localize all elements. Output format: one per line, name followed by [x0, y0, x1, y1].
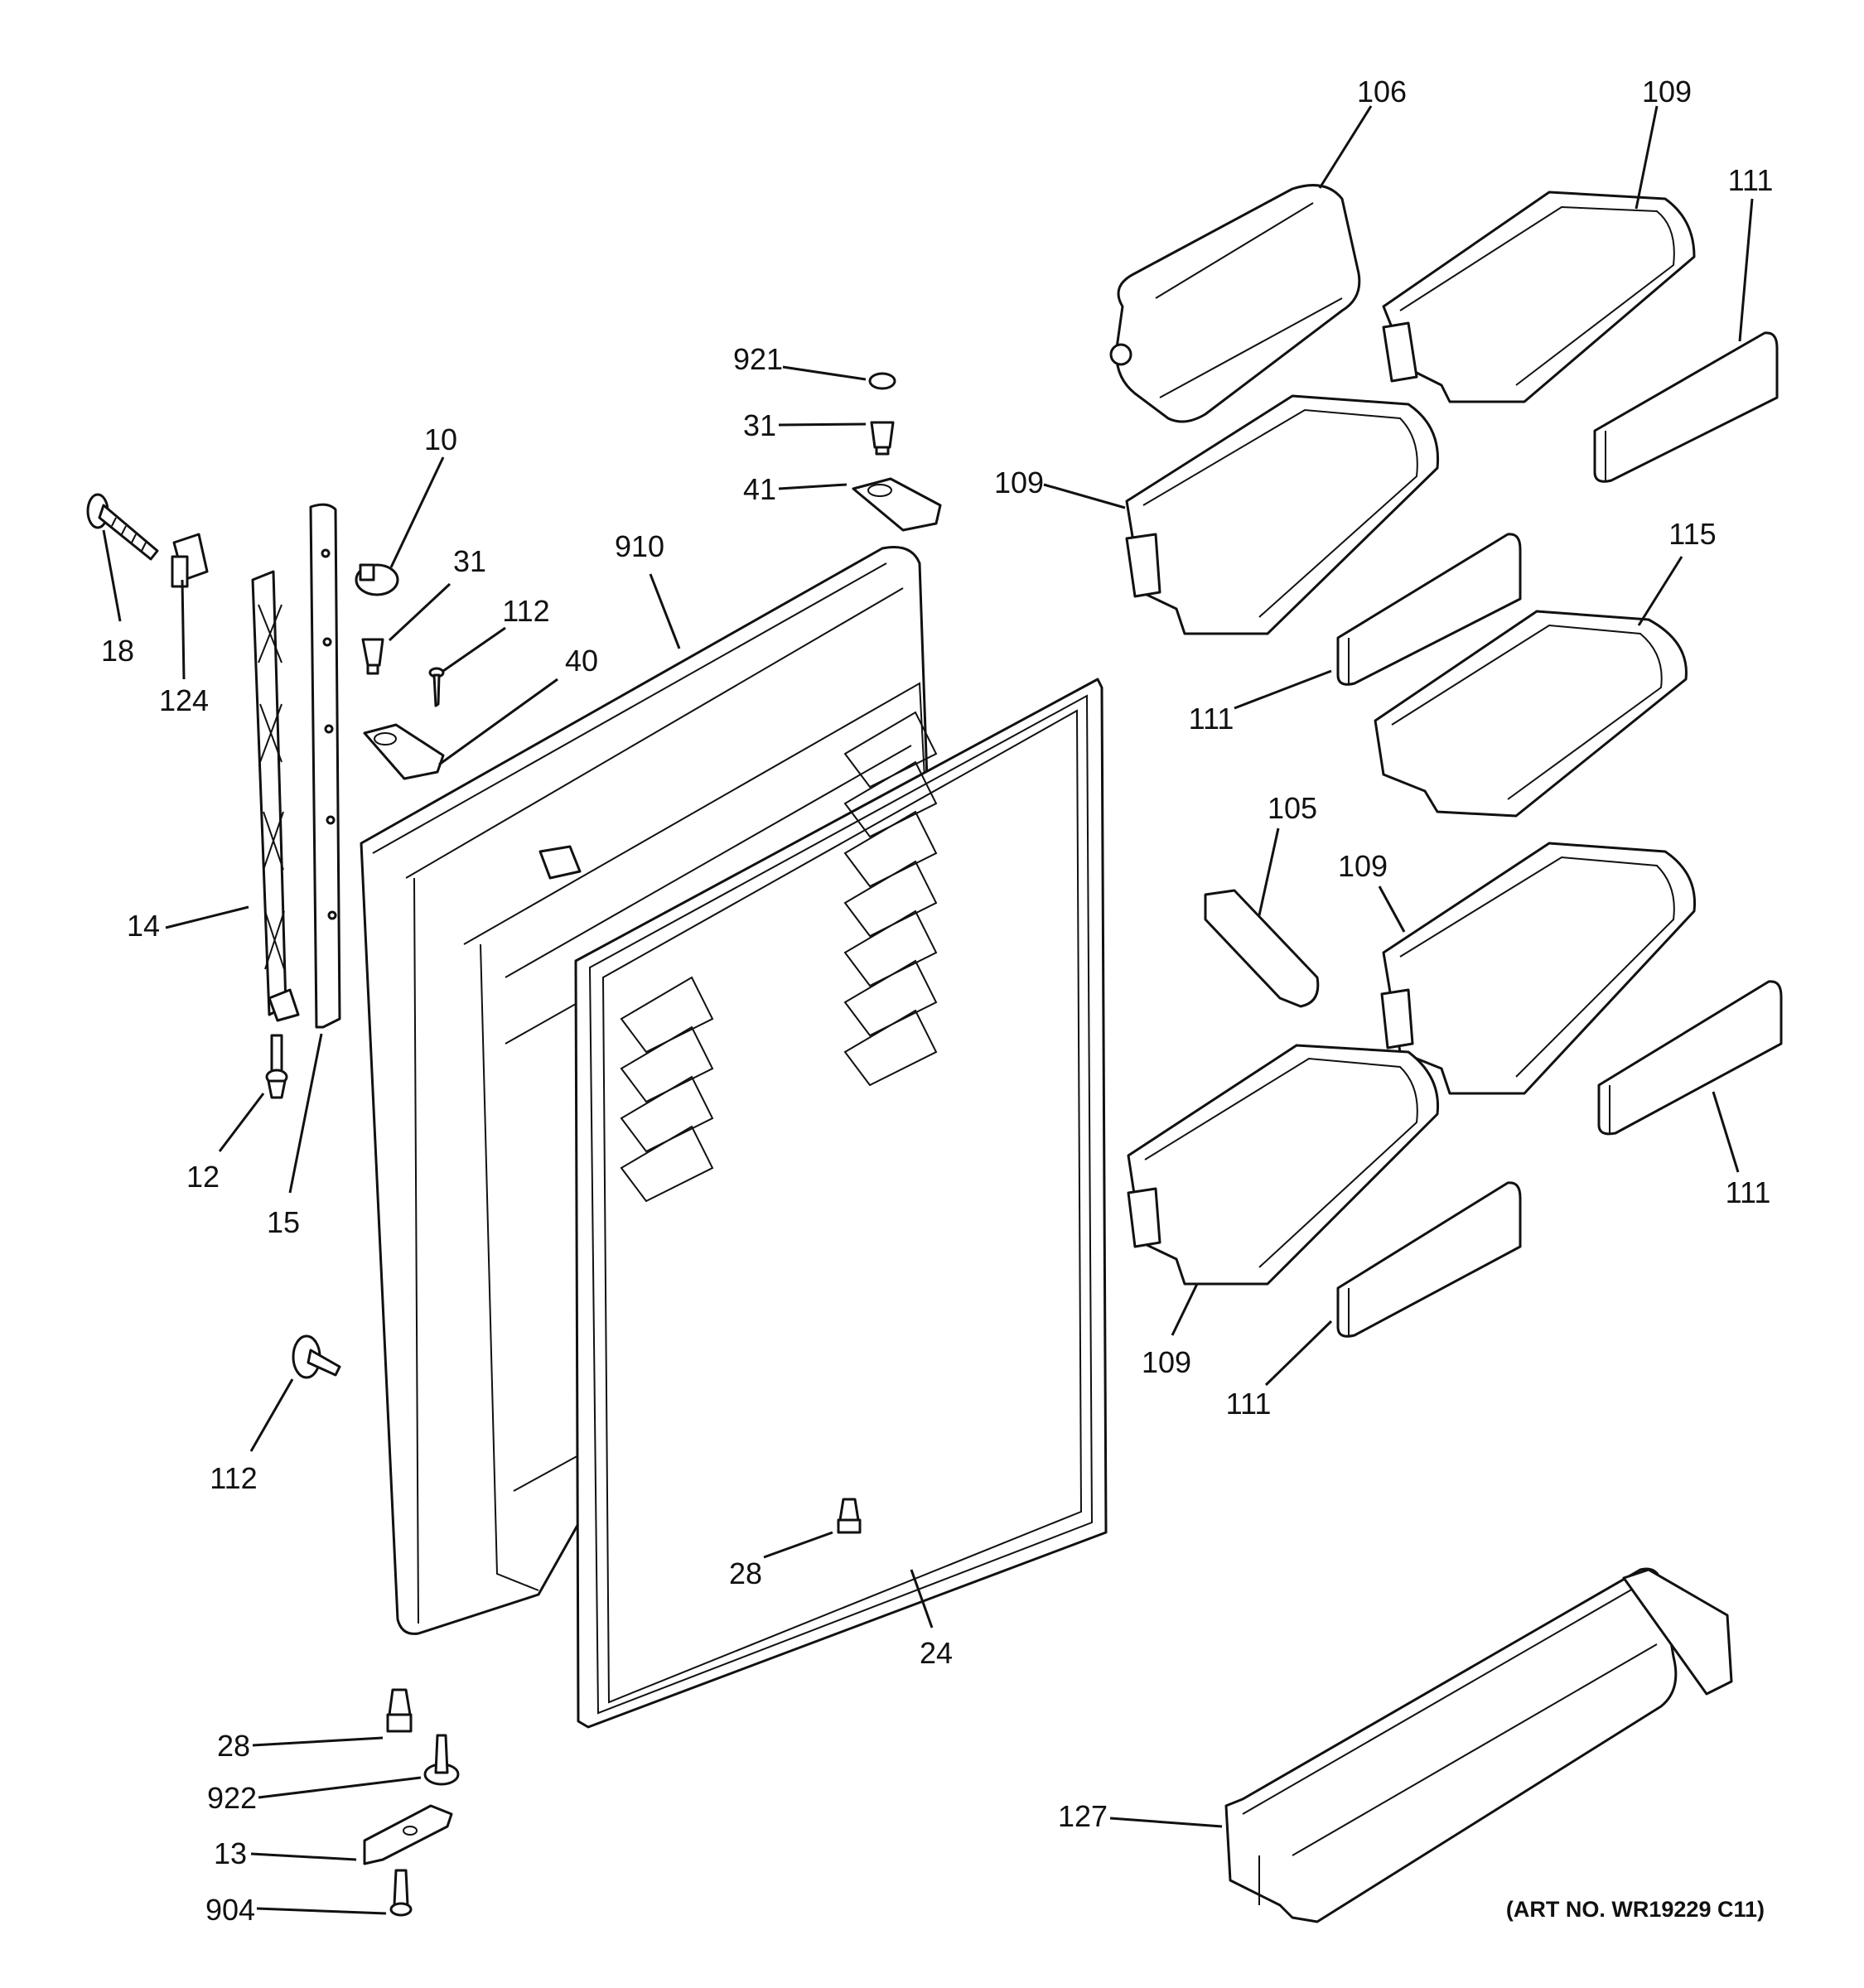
- part-111-bin-trim-low: [1336, 1181, 1522, 1338]
- part-10-cap: [355, 563, 399, 596]
- part-106-dairy-cover: [1109, 184, 1361, 423]
- callout-922: 922: [207, 1781, 257, 1815]
- part-28-hinge-pin-bottom: [386, 1688, 413, 1733]
- part-921-plug: [868, 372, 896, 390]
- part-41-hinge-cover: [852, 477, 942, 532]
- callout-111: 111: [1226, 1387, 1272, 1421]
- part-109-door-bin-top: [1382, 191, 1696, 403]
- callout-111: 111: [1726, 1175, 1771, 1209]
- callout-18: 18: [101, 634, 134, 668]
- part-111-bin-trim-right: [1597, 980, 1783, 1136]
- callout-28: 28: [217, 1729, 250, 1763]
- callout-124: 124: [159, 683, 209, 717]
- part-24-door-gasket: [574, 678, 1108, 1729]
- part-31-hinge-bushing-left: [361, 638, 384, 675]
- part-12-pin: [265, 1034, 288, 1099]
- callout-10: 10: [424, 422, 457, 456]
- callout-109: 109: [994, 466, 1044, 499]
- part-109-door-bin-middle: [1125, 394, 1440, 635]
- art-number: (ART NO. WR19229 C11): [1506, 1897, 1765, 1922]
- callout-904: 904: [205, 1893, 255, 1927]
- part-105-bracket: [1204, 889, 1320, 1008]
- callout-31: 31: [743, 408, 776, 442]
- part-124-clip: [171, 533, 209, 588]
- callout-41: 41: [743, 472, 776, 506]
- part-922-screw-washer: [423, 1734, 460, 1786]
- part-109-door-bin-right: [1380, 842, 1697, 1095]
- callout-15: 15: [267, 1205, 300, 1239]
- callout-109: 109: [1142, 1345, 1191, 1379]
- callout-109: 109: [1338, 849, 1388, 883]
- callout-106: 106: [1357, 75, 1407, 109]
- part-31-hinge-bushing-top: [870, 421, 895, 456]
- part-127-bottom-door-bin: [1224, 1567, 1733, 1923]
- callout-127: 127: [1058, 1799, 1108, 1833]
- part-15-trim-strip: [309, 503, 341, 1029]
- part-28-door-pin: [837, 1498, 862, 1534]
- part-112-screw-top: [428, 667, 445, 707]
- callout-14: 14: [127, 909, 160, 943]
- callout-12: 12: [186, 1160, 220, 1194]
- callout-112: 112: [210, 1461, 257, 1495]
- callout-921: 921: [733, 342, 783, 376]
- part-14-hinge-rail: [251, 570, 300, 1022]
- callout-910: 910: [615, 529, 664, 563]
- callout-labels: 106 109 111 921 31 41 109 10 31 910 112 …: [101, 75, 1773, 1927]
- callout-115: 115: [1668, 517, 1716, 551]
- leader-lines: [102, 105, 1754, 1915]
- part-111-bin-trim-middle: [1336, 533, 1522, 686]
- part-904-screw: [389, 1869, 413, 1917]
- callout-24: 24: [920, 1636, 953, 1670]
- callout-28: 28: [729, 1556, 762, 1590]
- part-13-hinge-bracket: [363, 1804, 453, 1865]
- callout-111: 111: [1189, 702, 1234, 736]
- part-109-door-bin-low: [1127, 1044, 1440, 1286]
- callout-13: 13: [214, 1836, 247, 1870]
- callout-31: 31: [453, 544, 486, 578]
- callout-40: 40: [565, 644, 598, 678]
- callout-109: 109: [1642, 75, 1692, 109]
- part-111-bin-trim-top: [1593, 331, 1779, 483]
- callout-105: 105: [1268, 791, 1317, 825]
- callout-112: 112: [502, 594, 549, 628]
- callout-111: 111: [1728, 163, 1774, 197]
- part-115-door-shelf: [1374, 610, 1688, 818]
- part-40-hinge-cover: [363, 723, 445, 780]
- part-112-screw-low: [292, 1334, 341, 1379]
- part-18-screw: [86, 493, 159, 561]
